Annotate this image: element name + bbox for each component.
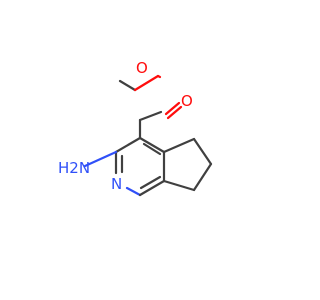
carbonyl-oxygen-label: O xyxy=(181,92,193,110)
ring-nitrogen-label: N xyxy=(111,175,122,193)
amino-bond xyxy=(83,150,118,168)
ring-bond-n2-c1 xyxy=(125,186,142,197)
ring-bond-c1-c7a-inner xyxy=(139,175,162,190)
molecule-drawing: O O H2N N xyxy=(58,59,213,197)
ring-bond-c4-c3 xyxy=(114,136,142,154)
ester-o-c-bond xyxy=(138,110,163,122)
cyclopentane-bond-3 xyxy=(192,162,213,192)
ester-o-carbonyl-c-bond xyxy=(156,74,162,79)
structure-canvas: O O H2N N xyxy=(58,59,213,197)
ring-bond-c4-c4a xyxy=(138,136,166,154)
cyclopentane-bond-4 xyxy=(162,179,196,192)
cyclopentane-bond-2 xyxy=(192,137,213,166)
methyl-bond-left xyxy=(118,79,137,92)
cyclopentane-bond-1 xyxy=(162,137,196,154)
ring-bond-c1-c7a xyxy=(138,179,166,197)
amino-group-label: H2N xyxy=(58,159,90,177)
carbonyl-double-bond-2 xyxy=(166,105,183,120)
methyl-bond-right xyxy=(133,74,160,92)
ring-bond-c4-c4a-inner xyxy=(142,142,162,156)
ester-oxygen-label: O xyxy=(136,59,148,77)
carbonyl-double-bond-1 xyxy=(164,101,181,116)
